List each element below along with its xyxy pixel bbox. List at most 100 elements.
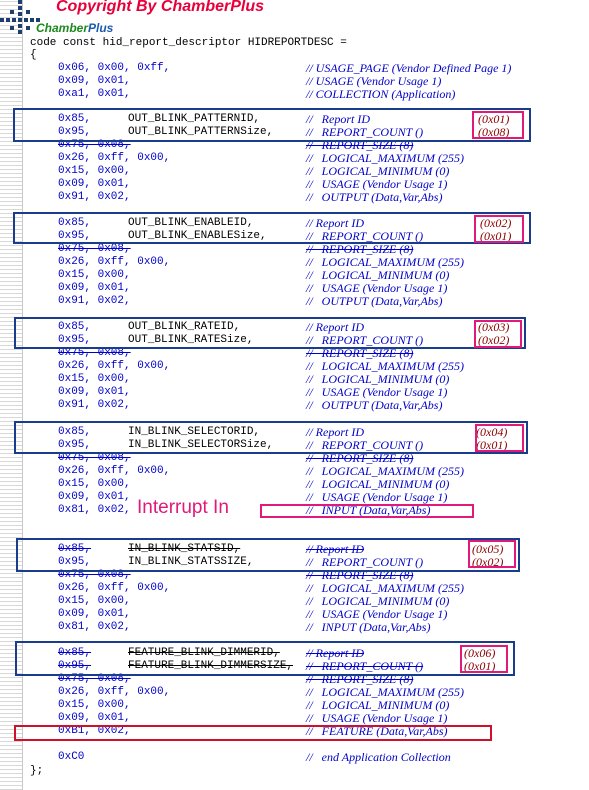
report-box-6: [15, 641, 515, 676]
code-comment: // REPORT_SIZE (8): [306, 451, 414, 465]
report-constant: OUT_BLINK_RATESize,: [128, 334, 254, 346]
report-box-5: [16, 538, 520, 572]
report-value: (0x05): [472, 542, 504, 556]
code-comment: // OUTPUT (Data,Var,Abs): [306, 190, 443, 204]
hex-bytes: 0x95,: [58, 660, 92, 672]
report-constant: IN_BLINK_SELECTORSize,: [128, 439, 274, 451]
report-constant: OUT_BLINK_ENABLESize,: [128, 230, 267, 242]
code-comment: // USAGE (Vendor Usage 1): [306, 607, 448, 621]
interrupt-in-annotation: Interrupt In: [137, 497, 229, 518]
report-constant: IN_BLINK_SELECTORID,: [128, 426, 261, 438]
code-comment: // Report ID: [306, 646, 364, 660]
report-value: (0x08): [478, 125, 510, 139]
grid-logo-icon: [0, 0, 44, 38]
code-comment: // REPORT_SIZE (8): [306, 346, 414, 360]
report-value: (0x01): [476, 438, 508, 452]
hex-bytes: 0x95,: [58, 556, 92, 568]
hex-bytes: 0x09, 0x01,: [58, 491, 131, 503]
code-comment: // USAGE (Vendor Usage 1): [306, 281, 448, 295]
code-comment: // Report ID: [306, 112, 370, 126]
hex-bytes: 0x91, 0x02,: [58, 295, 131, 307]
code-comment: // Report ID: [306, 542, 364, 556]
code-comment: // REPORT_COUNT (): [306, 555, 424, 569]
code-comment: // LOGICAL_MINIMUM (0): [306, 477, 450, 491]
hex-bytes: 0x26, 0xff, 0x00,: [58, 582, 171, 594]
hex-bytes: 0x85,: [58, 217, 92, 229]
hex-bytes: 0x75, 0x08,: [58, 452, 131, 464]
hex-bytes: 0x85,: [58, 113, 92, 125]
report-constant: FEATURE_BLINK_DIMMERSIZE,: [128, 660, 294, 672]
code-comment: // USAGE (Vendor Usage 1): [306, 711, 448, 725]
code-comment: // Report ID: [306, 320, 364, 334]
value-box-2: [474, 215, 524, 243]
report-value: (0x04): [476, 425, 508, 439]
hex-bytes: 0x06, 0x00, 0xff,: [58, 62, 171, 74]
hex-bytes: 0x09, 0x01,: [58, 386, 131, 398]
hex-bytes: 0x15, 0x00,: [58, 595, 131, 607]
code-comment: // USAGE_PAGE (Vendor Defined Page 1): [306, 61, 512, 75]
code-comment: // Report ID: [306, 425, 364, 439]
hex-bytes: 0x75, 0x08,: [58, 243, 131, 255]
report-constant: OUT_BLINK_ENABLEID,: [128, 217, 254, 229]
interrupt-input-box: [260, 504, 474, 518]
hex-bytes: 0x15, 0x00,: [58, 699, 131, 711]
declaration-line: code const hid_report_descriptor HIDREPO…: [30, 37, 347, 49]
hex-bytes: 0x75, 0x08,: [58, 569, 131, 581]
code-comment: // LOGICAL_MAXIMUM (255): [306, 359, 464, 373]
report-constant: IN_BLINK_STATSID,: [128, 543, 241, 555]
copyright-label: Copyright By ChamberPlus: [56, 0, 265, 15]
value-box-5: [468, 540, 516, 568]
hex-bytes: 0x15, 0x00,: [58, 269, 131, 281]
report-value: (0x02): [472, 555, 504, 569]
report-box-1: [13, 108, 531, 142]
report-value: (0x01): [480, 229, 512, 243]
hex-bytes: 0x15, 0x00,: [58, 165, 131, 177]
hex-bytes: 0x15, 0x00,: [58, 478, 131, 490]
code-comment: // LOGICAL_MAXIMUM (255): [306, 464, 464, 478]
brand-part-1: Chamber: [36, 21, 89, 35]
hex-bytes: 0x09, 0x01,: [58, 608, 131, 620]
code-comment: // USAGE (Vendor Usage 1): [306, 490, 448, 504]
report-constant: OUT_BLINK_PATTERNSize,: [128, 126, 274, 138]
code-comment: // REPORT_COUNT (): [306, 438, 424, 452]
hex-bytes: 0x15, 0x00,: [58, 373, 131, 385]
value-box-1: [472, 111, 524, 139]
hex-bytes: 0x81, 0x02,: [58, 621, 131, 633]
code-comment: // REPORT_SIZE (8): [306, 242, 414, 256]
value-box-3: [474, 320, 522, 348]
code-comment: // REPORT_COUNT (): [306, 333, 424, 347]
brand-part-2: Plus: [88, 21, 114, 35]
feature-line-box: [14, 725, 492, 741]
code-comment: // LOGICAL_MINIMUM (0): [306, 268, 450, 282]
code-comment: // USAGE (Vendor Usage 1): [306, 74, 442, 88]
code-comment: // LOGICAL_MAXIMUM (255): [306, 255, 464, 269]
code-comment: // INPUT (Data,Var,Abs): [306, 620, 431, 634]
code-comment: // LOGICAL_MINIMUM (0): [306, 594, 450, 608]
report-value: (0x03): [478, 320, 510, 334]
code-comment: // OUTPUT (Data,Var,Abs): [306, 398, 443, 412]
code-comment: // FEATURE (Data,Var,Abs): [306, 724, 448, 738]
hex-bytes: 0x26, 0xff, 0x00,: [58, 256, 171, 268]
code-comment: // LOGICAL_MINIMUM (0): [306, 698, 450, 712]
hex-bytes: 0x75, 0x08,: [58, 673, 131, 685]
report-box-2: [13, 212, 531, 244]
value-box-6: [460, 645, 508, 673]
code-comment: // Report ID: [306, 216, 364, 230]
hex-bytes: 0x09, 0x01,: [58, 75, 131, 87]
report-constant: OUT_BLINK_PATTERNID,: [128, 113, 261, 125]
hex-bytes: 0x95,: [58, 230, 92, 242]
code-comment: // REPORT_COUNT (): [306, 659, 424, 673]
hex-bytes: 0x91, 0x02,: [58, 191, 131, 203]
hex-bytes: 0x26, 0xff, 0x00,: [58, 465, 171, 477]
close-brace: };: [30, 765, 44, 777]
report-box-3: [14, 317, 526, 349]
code-comment: // OUTPUT (Data,Var,Abs): [306, 294, 443, 308]
report-constant: FEATURE_BLINK_DIMMERID,: [128, 647, 280, 659]
hex-bytes: 0x09, 0x01,: [58, 282, 131, 294]
code-comment: // USAGE (Vendor Usage 1): [306, 385, 448, 399]
hex-bytes: 0x75, 0x08,: [58, 347, 131, 359]
editor-gutter: [0, 0, 23, 790]
code-comment: // end Application Collection: [306, 750, 451, 764]
hex-bytes: 0x26, 0xff, 0x00,: [58, 360, 171, 372]
